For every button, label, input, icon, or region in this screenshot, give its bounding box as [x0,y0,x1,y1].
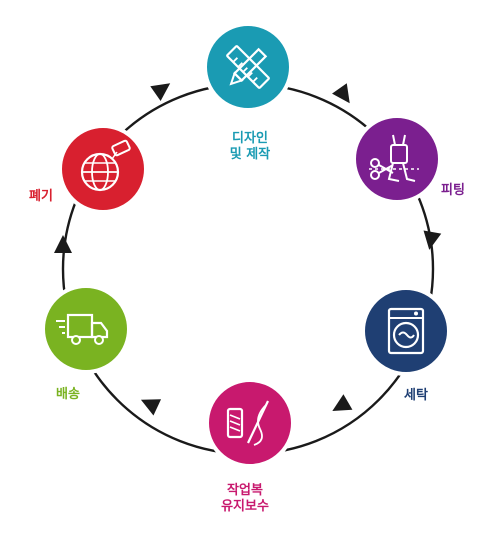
label-repair-line1: 작업복 [227,483,263,498]
needle-thread-icon [226,400,269,446]
stage-design [203,22,293,112]
robot-scissors-icon [369,134,419,182]
stage-disposal [58,124,148,214]
label-fitting: 피팅 [441,183,465,199]
label-repair-line2: 유지보수 [221,499,269,514]
label-delivery-line1: 배송 [56,387,80,402]
label-design-line1: 디자인 [232,131,268,146]
cycle-arrow-3 [332,394,353,411]
cycle-arrow-1 [332,83,350,104]
washing-machine-icon [387,307,425,355]
stage-laundry-circle [361,286,451,376]
cycle-arrow-2 [423,230,442,250]
delivery-truck-icon [56,313,109,345]
stage-fitting-circle [352,114,442,204]
cycle-arrow-6 [150,83,171,101]
stage-repair-circle [205,378,295,468]
ruler-pencil-icon [226,45,270,89]
label-fitting-line1: 피팅 [441,183,465,198]
stage-repair [205,378,295,468]
stage-laundry [361,286,451,376]
label-laundry: 세탁 [404,388,428,404]
label-disposal-line1: 폐기 [29,189,53,204]
label-delivery: 배송 [56,387,80,403]
label-disposal: 폐기 [29,189,53,205]
cycle-arrow-4 [140,399,162,416]
label-laundry-line1: 세탁 [404,388,428,403]
label-design-line2: 및 제작 [229,147,271,162]
stage-fitting [352,114,442,204]
stage-delivery [41,284,131,374]
label-repair: 작업복 유지보수 [200,483,290,515]
label-design: 디자인 및 제작 [205,131,295,163]
stage-disposal-circle [58,124,148,214]
stage-design-circle [203,22,293,112]
cycle-arrow-5 [54,235,72,253]
globe-tag-icon [80,139,131,192]
stage-delivery-circle [41,284,131,374]
